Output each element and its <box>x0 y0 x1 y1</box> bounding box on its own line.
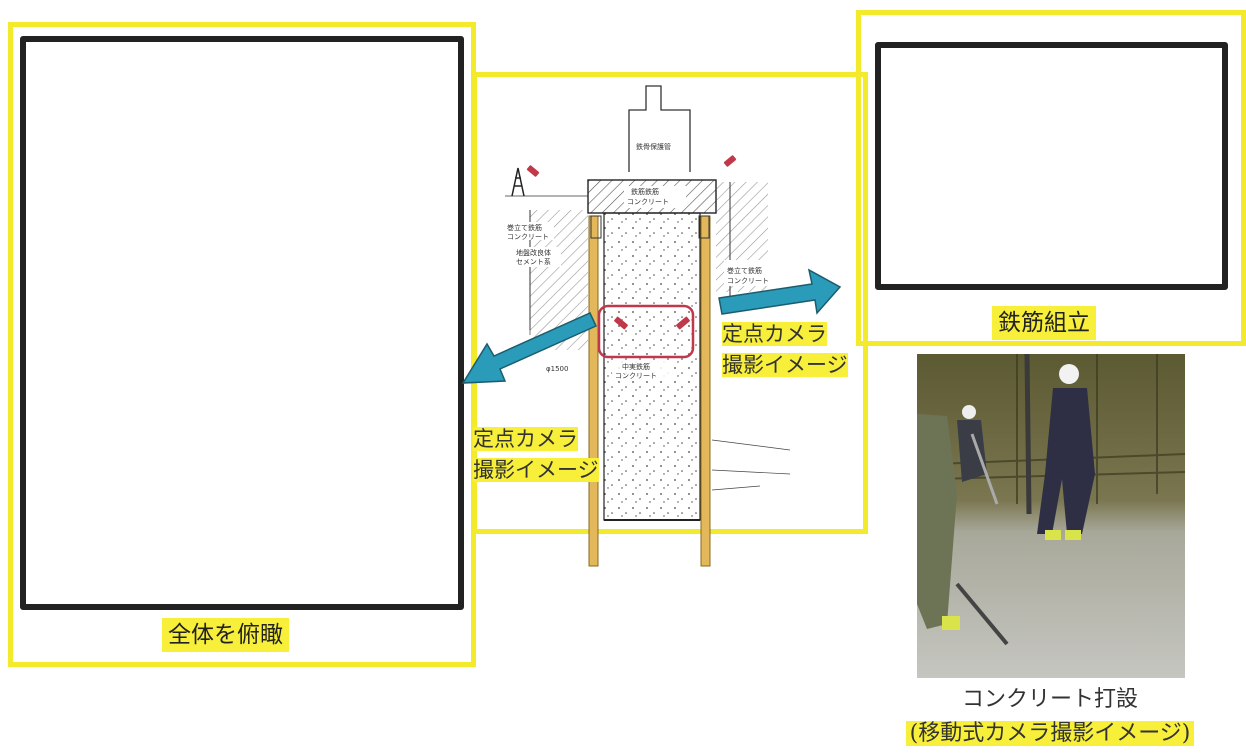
inner-pile: 中実鉄筋 コンクリート φ1500 <box>546 212 701 521</box>
svg-text:巻立て鉄筋: 巻立て鉄筋 <box>507 223 542 232</box>
right-panel-caption: 鉄筋組立 <box>992 306 1096 340</box>
camera-label-right-line2: 撮影イメージ <box>722 353 848 377</box>
svg-text:コンクリート: コンクリート <box>507 233 549 241</box>
photo-caption-line2: (移動式カメラ撮影イメージ) <box>905 721 1195 746</box>
label-diameter: φ1500 <box>546 365 568 373</box>
photo-caption: コンクリート打設 <box>930 684 1170 716</box>
outer-piles <box>588 215 711 567</box>
camera-label-left-line2: 撮影イメージ <box>473 458 599 482</box>
cap-concrete: 鉄筋鉄筋 コンクリート <box>587 179 717 214</box>
concrete-placement-photo <box>917 354 1185 678</box>
camera-label-left-line1: 定点カメラ <box>473 427 578 451</box>
svg-text:コンクリート: コンクリート <box>627 198 669 206</box>
left-view-placeholder <box>20 36 464 610</box>
label-top-casing: 鉄骨保護管 <box>636 142 671 151</box>
svg-text:コンクリート: コンクリート <box>615 372 657 380</box>
right-panel-frame <box>856 10 1246 346</box>
leader-lines <box>529 320 791 491</box>
camera-label-right-line1: 定点カメラ <box>722 322 827 346</box>
svg-text:コンクリート: コンクリート <box>727 277 769 285</box>
arrow-right <box>718 268 842 315</box>
camera-target-box <box>597 304 695 359</box>
camera-label-left: 定点カメラ 撮影イメージ <box>473 424 599 486</box>
photo-caption-line1: コンクリート打設 <box>961 687 1138 712</box>
right-ground-section: 巻立て鉄筋 コンクリート <box>716 182 774 300</box>
svg-text:地盤改良体: 地盤改良体 <box>516 248 551 257</box>
camera-label-right: 定点カメラ 撮影イメージ <box>722 319 848 381</box>
arrow-left <box>461 312 597 384</box>
left-panel-caption: 全体を俯瞰 <box>162 618 289 652</box>
svg-text:中実鉄筋: 中実鉄筋 <box>622 362 650 371</box>
photo-caption-2: (移動式カメラ撮影イメージ) <box>862 718 1238 750</box>
svg-text:巻立て鉄筋: 巻立て鉄筋 <box>727 266 762 275</box>
center-drawing-frame <box>472 72 868 534</box>
svg-text:鉄筋鉄筋: 鉄筋鉄筋 <box>631 187 659 196</box>
right-view-placeholder <box>875 42 1228 290</box>
svg-text:セメント系: セメント系 <box>516 257 551 266</box>
steel-casing: 鉄骨保護管 <box>628 85 691 172</box>
worker-figures <box>917 354 1095 646</box>
camera-icons <box>526 155 737 330</box>
